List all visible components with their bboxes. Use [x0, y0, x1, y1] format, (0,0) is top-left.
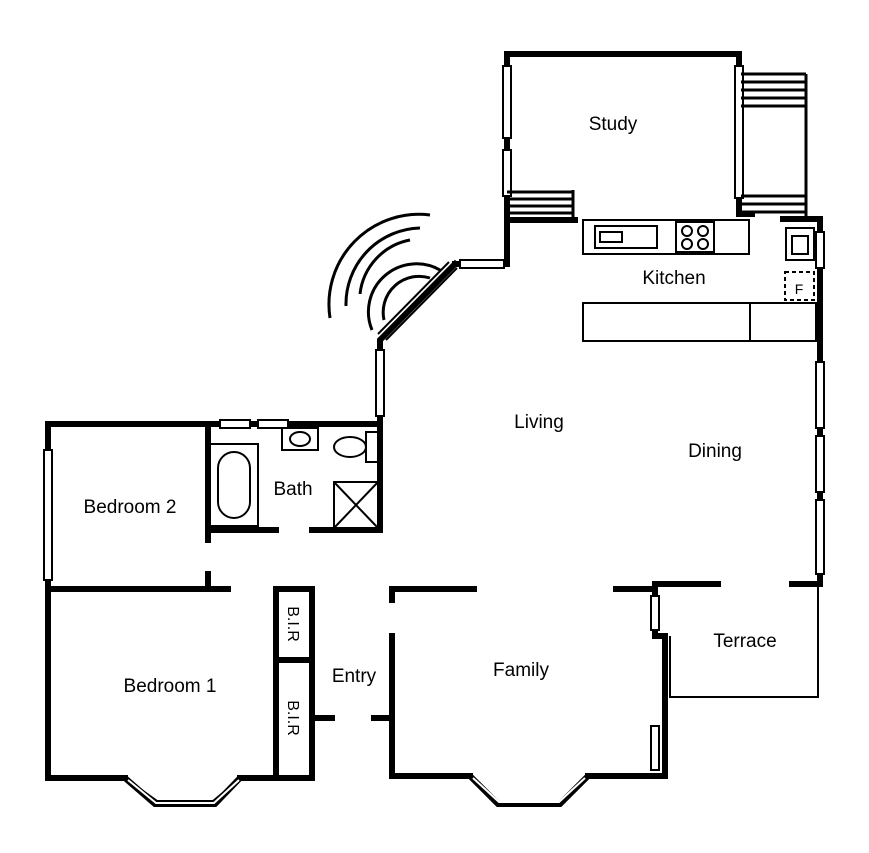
- burner: [697, 225, 709, 237]
- bir-label-lower: B.I.R: [284, 700, 301, 736]
- bath-bottom-wall-right: [309, 421, 383, 533]
- study-window-upper: [502, 65, 512, 139]
- burner: [697, 238, 709, 250]
- room-label-kitchen: Kitchen: [642, 268, 705, 289]
- fridge-space: [784, 271, 815, 301]
- dining-window-3: [815, 499, 825, 575]
- dining-window-1: [815, 361, 825, 429]
- bedroom-top-wall: [45, 421, 383, 781]
- living-window-left: [375, 349, 385, 417]
- island-bench: [582, 302, 817, 342]
- kitchen-sink-bowl: [599, 231, 623, 243]
- room-label-living: Living: [514, 412, 564, 433]
- study-window-right: [734, 65, 744, 199]
- room-label-family: Family: [493, 660, 549, 681]
- bir-walls: [237, 586, 315, 781]
- windows: [43, 65, 825, 771]
- family-window-lower: [650, 725, 660, 771]
- fridge-label: F: [795, 281, 804, 297]
- room-label-entry: Entry: [332, 666, 377, 687]
- bir-label-upper: B.I.R: [284, 606, 301, 642]
- bay-window-family: [467, 773, 591, 807]
- walls: [45, 51, 823, 781]
- kitchen-fixtures: [582, 219, 817, 342]
- bedroom2-window: [43, 449, 53, 581]
- bathtub-inner: [217, 451, 251, 519]
- entry-side-window: [459, 259, 505, 269]
- room-label-bath: Bath: [273, 479, 312, 500]
- deck-steps: [741, 72, 808, 218]
- dining-window-2: [815, 435, 825, 493]
- oven-door: [791, 235, 809, 255]
- bath-fixtures: [209, 427, 379, 529]
- cooktop: [675, 221, 715, 253]
- shower-x: [333, 481, 379, 529]
- family-window-upper: [650, 595, 660, 631]
- family-left-wall: [389, 633, 473, 779]
- bath-window-2: [257, 419, 289, 429]
- bay-window-bedroom1: [123, 775, 243, 807]
- burner: [681, 225, 693, 237]
- room-label-bedroom1: Bedroom 1: [124, 676, 217, 697]
- terrace-outline: [669, 584, 819, 698]
- basin: [289, 431, 311, 447]
- room-label-bedroom2: Bedroom 2: [84, 497, 177, 518]
- bath-window-1: [219, 419, 251, 429]
- room-label-terrace: Terrace: [713, 631, 776, 652]
- kitchen-window-right: [815, 231, 825, 269]
- toilet-bowl: [333, 436, 367, 458]
- family-right-wall: [585, 586, 668, 779]
- study-steps: [507, 190, 575, 222]
- toilet-cistern: [365, 431, 379, 463]
- curved-window-arcs: [327, 212, 441, 331]
- diagonal-window: [377, 261, 458, 341]
- study-window-lower: [502, 149, 512, 197]
- room-label-study: Study: [589, 114, 638, 135]
- burner: [681, 238, 693, 250]
- room-label-dining: Dining: [688, 441, 742, 462]
